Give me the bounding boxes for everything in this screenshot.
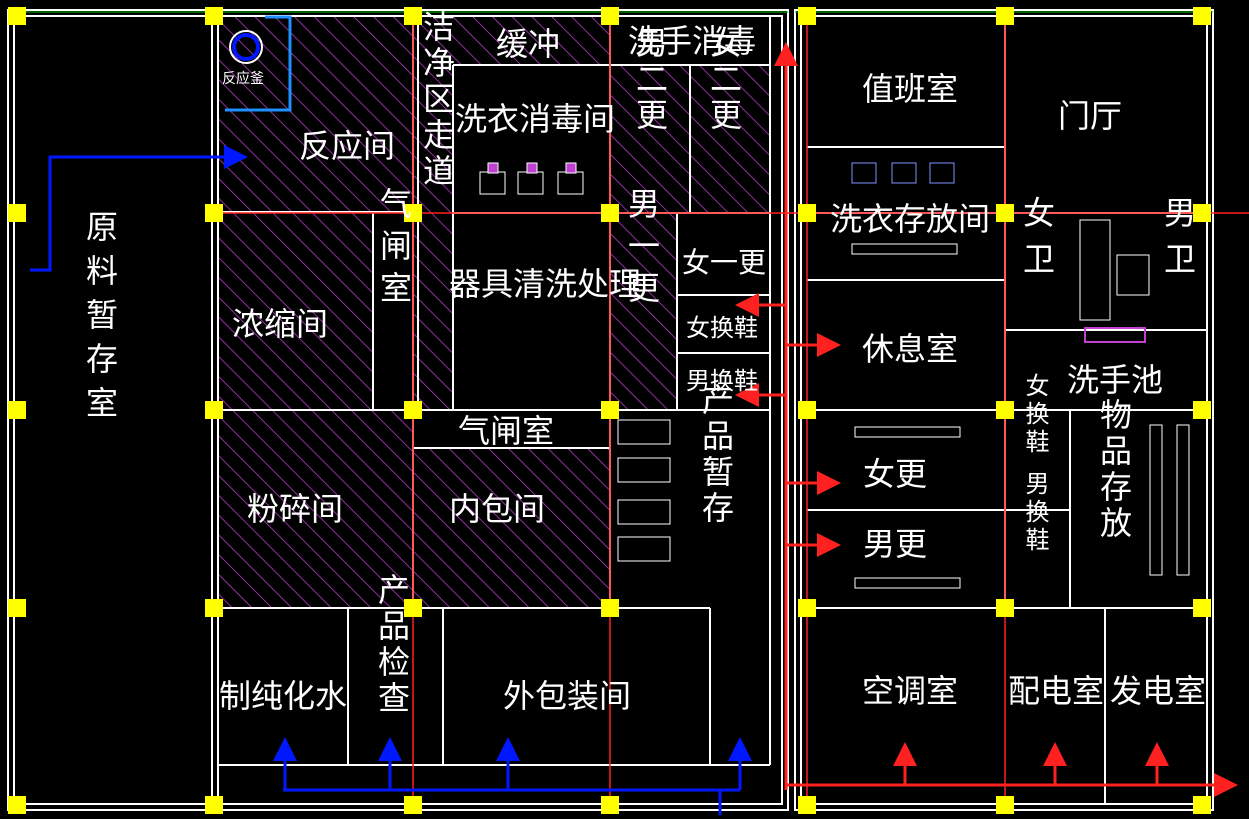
label-male-shoe: 男换鞋: [686, 367, 758, 395]
label-female-change: 女更: [863, 455, 927, 493]
label-male-change1: 男一更: [623, 187, 661, 313]
personnel-flow-arrows: [735, 42, 1238, 797]
label-male-wc: 男卫: [1159, 196, 1197, 288]
label-hand-disinfect: 洗手消毒: [628, 22, 756, 60]
label-airlock2: 气闸室: [458, 412, 554, 450]
label-airlock1: 气闸室: [375, 187, 413, 313]
label-ac-room: 空调室: [862, 672, 958, 710]
label-grinding: 粉碎间: [247, 490, 343, 528]
label-equipment-wash: 器具清洗处理: [449, 265, 641, 303]
label-female-shoe-change: 女换鞋: [1021, 373, 1049, 457]
label-female-change1: 女一更: [682, 246, 766, 279]
label-clean-corridor: 洁净区走道: [418, 10, 456, 190]
label-laundry-store: 洗衣存放间: [830, 200, 990, 238]
reactor-icon: [225, 15, 292, 112]
label-reaction: 反应间: [299, 127, 395, 165]
label-raw-storage: 原料暂存室: [81, 210, 119, 430]
label-inner-pack: 内包间: [449, 490, 545, 528]
label-female-wc: 女卫: [1018, 196, 1056, 288]
label-inspection: 产品检查: [373, 573, 411, 717]
label-reactor-tag: 反应釜: [222, 70, 264, 87]
fixtures: [479, 162, 1190, 589]
label-outer-pack: 外包装间: [503, 677, 631, 715]
label-male-change: 男更: [863, 525, 927, 563]
label-goods-store: 物品存放: [1095, 398, 1133, 542]
label-male-shoe-change: 男换鞋: [1021, 471, 1049, 555]
label-product-temp: 产品暂存: [697, 383, 735, 527]
label-sink: 洗手池: [1067, 361, 1163, 399]
label-female-shoe: 女换鞋: [686, 314, 758, 342]
label-lobby: 门厅: [1058, 97, 1122, 135]
label-power-room: 配电室: [1008, 672, 1104, 710]
label-laundry-disinfect: 洗衣消毒间: [455, 100, 615, 138]
label-generator-room: 发电室: [1110, 672, 1206, 710]
label-rest: 休息室: [862, 330, 958, 368]
label-female-change2: 女二更: [705, 26, 743, 134]
label-duty: 值班室: [862, 70, 958, 108]
material-flow-arrows: [30, 145, 752, 815]
label-buffer: 缓冲: [496, 25, 560, 63]
room-labels: 原料暂存室 反应间 反应釜 缓冲 洗手消毒 洗衣消毒间 洁净区走道 男二更 女二…: [81, 10, 1206, 717]
label-male-change2: 男二更: [631, 26, 669, 134]
structural-columns: [8, 7, 1211, 814]
label-concentrate: 浓缩间: [232, 305, 328, 343]
label-pure-water: 制纯化水: [219, 677, 347, 715]
